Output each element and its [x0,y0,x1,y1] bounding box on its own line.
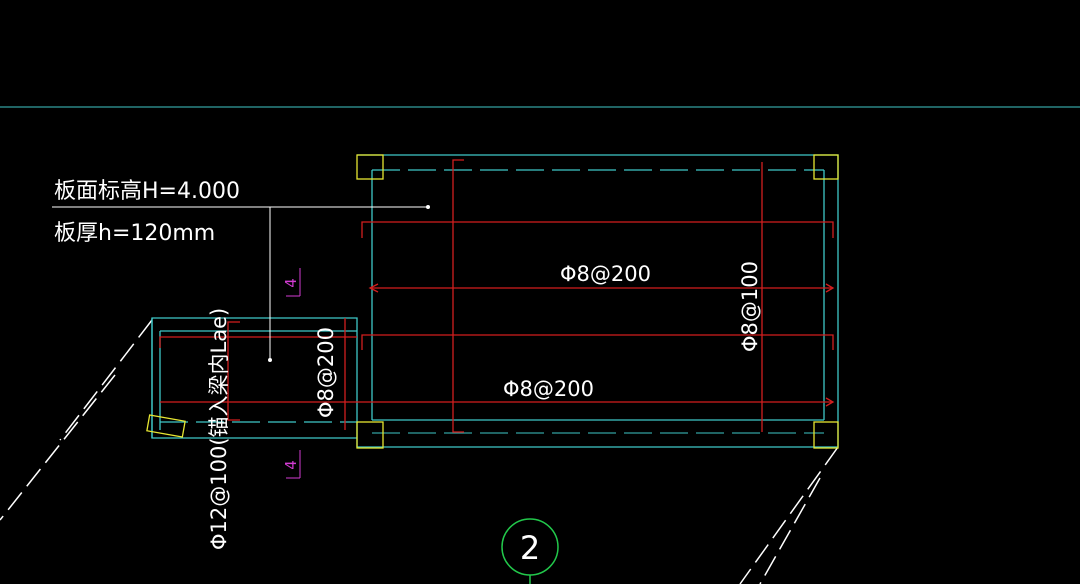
column-top-right [813,154,839,180]
rebar-label-top-long: Φ8@200 [560,262,651,286]
column-bottom-right [813,421,839,449]
rebar-lines [159,159,835,433]
rebar-label-right-vertical: Φ8@100 [738,261,762,352]
column-top-left [356,154,384,180]
slab-thickness-note: 板厚h=120mm [54,221,215,246]
axis-bubble-label: 2 [520,529,540,567]
section-mark-upper [286,268,301,297]
leader-dot-1 [426,205,430,209]
rebar-label-edge-anchor: Φ12@100(锚入梁内Lae) [207,308,231,550]
rebar-label-left-vertical: Φ8@200 [314,327,338,418]
column-bottom-left [356,421,384,449]
note-leader [52,206,428,360]
axis-bubble [501,518,559,584]
section-mark-lower [286,450,301,479]
column-edge-skewed [146,414,186,438]
slab-elevation-note: 板面标高H=4.000 [54,179,240,204]
slab-outline [151,154,839,448]
rebar-label-bottom-long: Φ8@200 [503,377,594,401]
columns [146,154,839,449]
leader-dot-2 [268,358,272,362]
section-mark-upper-label: 4 [282,278,300,288]
diagonal-boundary-lines [0,319,839,584]
section-mark-lower-label: 4 [282,460,300,470]
